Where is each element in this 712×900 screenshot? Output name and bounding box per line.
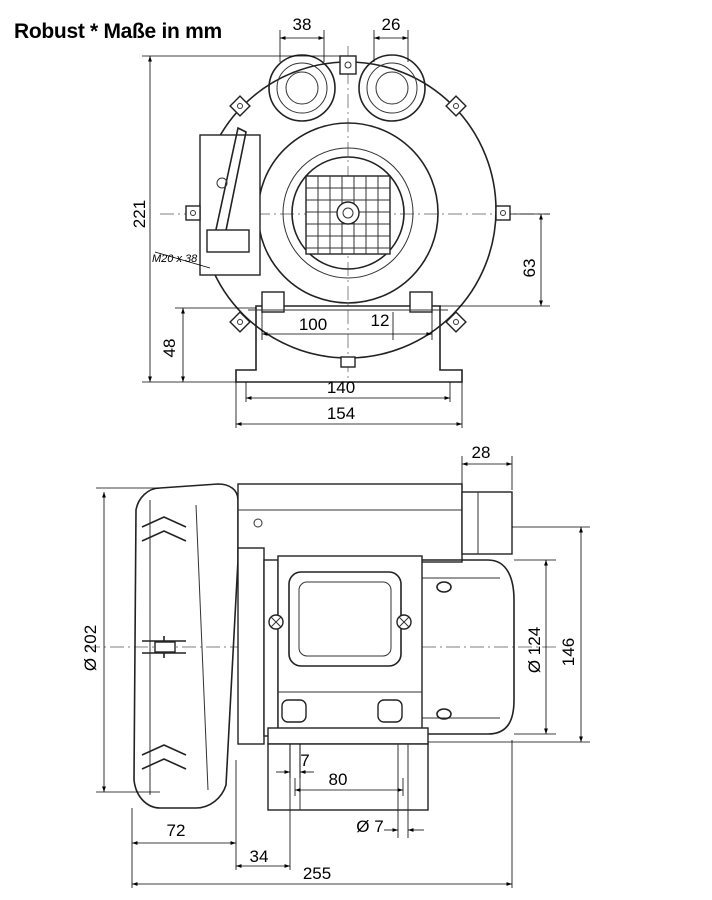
- motor-body: [419, 559, 515, 735]
- mounting-lugs: [185, 95, 511, 368]
- dim-d202: Ø 202: [81, 625, 100, 671]
- dim-38: 38: [293, 15, 312, 34]
- port-left: [268, 54, 336, 122]
- dim-100: 100: [299, 315, 327, 334]
- terminal-box: [199, 126, 261, 276]
- side-base: [267, 727, 429, 811]
- dim-63: 63: [520, 259, 539, 278]
- port-right: [358, 54, 426, 122]
- terminal-box-side: [268, 555, 423, 733]
- fan-grille: [305, 175, 391, 255]
- drawing-title: Robust * Maße in mm: [14, 20, 222, 43]
- dim-d124: Ø 124: [525, 627, 544, 673]
- dim-48: 48: [160, 339, 179, 358]
- blower-cover: [133, 483, 239, 809]
- dim-26: 26: [382, 15, 401, 34]
- dim-12: 12: [371, 311, 390, 330]
- dim-221: 221: [130, 200, 149, 228]
- dim-7-slot: 7: [300, 751, 309, 770]
- cover-bolts: [141, 516, 187, 770]
- dim-80: 80: [329, 770, 348, 789]
- dim-d7: Ø 7: [356, 817, 383, 836]
- dim-140: 140: [327, 378, 355, 397]
- dim-146: 146: [559, 638, 578, 666]
- front-view: M20 x 38 38 26 221 48 63 100 12: [130, 15, 550, 428]
- outlet-pipe: [237, 483, 513, 563]
- dim-255: 255: [303, 864, 331, 883]
- base-bracket: [235, 291, 463, 383]
- cable-gland-label: M20 x 38: [152, 253, 198, 265]
- dim-154: 154: [327, 404, 355, 423]
- dim-72: 72: [167, 821, 186, 840]
- side-view: 28 Ø 202 Ø 124 146 7 80 Ø 7: [81, 443, 590, 888]
- dim-34: 34: [250, 847, 269, 866]
- dim-28: 28: [472, 443, 491, 462]
